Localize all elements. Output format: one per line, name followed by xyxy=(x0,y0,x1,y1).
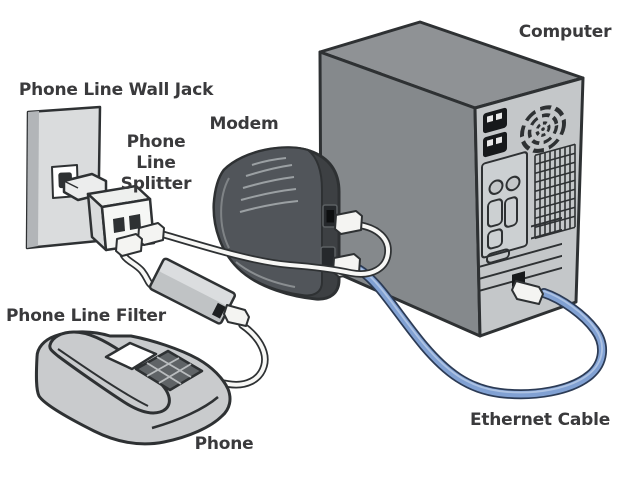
splitter-port-icon xyxy=(129,214,141,230)
label-phone-line-splitter: Phone Line Splitter xyxy=(120,132,192,194)
label-phone-line-wall-jack: Phone Line Wall Jack xyxy=(18,80,214,100)
phone-handset xyxy=(48,330,171,415)
label-phone: Phone xyxy=(194,434,254,454)
splitter-graphic xyxy=(62,172,156,252)
rj45-plug-computer xyxy=(511,280,544,305)
io-panel xyxy=(481,151,528,259)
splitter-port-icon xyxy=(113,217,125,233)
phone-keypad xyxy=(134,349,204,392)
modem-highlight xyxy=(220,177,230,249)
modem-vents xyxy=(239,157,299,213)
rj11-plug-splitter-phone-line xyxy=(115,233,143,257)
filter-port-icon xyxy=(211,302,226,319)
phone-graphic xyxy=(34,330,232,446)
ethernet-cable-graphic xyxy=(353,264,607,400)
phone-display xyxy=(104,341,158,371)
phone-cable-splitter-to-modem xyxy=(151,221,392,278)
rj11-plug-modem xyxy=(334,210,363,235)
round-port-icon xyxy=(488,179,504,195)
round-port-icon xyxy=(505,175,521,192)
label-phone-line-filter: Phone Line Filter xyxy=(6,306,166,326)
label-ethernet-cable: Ethernet Cable xyxy=(469,410,611,430)
modem-graphic xyxy=(212,146,341,301)
back-panel-details xyxy=(480,105,576,292)
fan-grille-icon xyxy=(520,105,566,154)
power-connector-icon xyxy=(483,107,507,158)
wall-plate-shadow xyxy=(27,111,39,248)
modem-highlight xyxy=(235,261,296,288)
label-modem: Modem xyxy=(209,114,279,134)
label-computer: Computer xyxy=(518,22,612,42)
filter-top-face xyxy=(159,260,234,306)
rj11-plug-filter xyxy=(223,304,250,327)
